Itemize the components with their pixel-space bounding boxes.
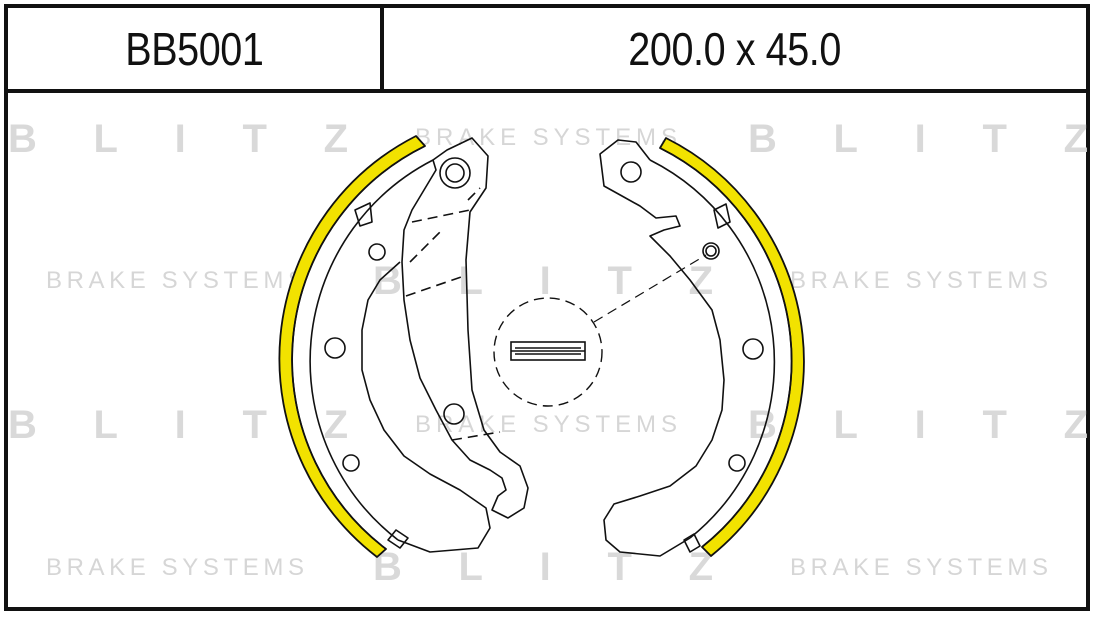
right-hole [620,161,642,183]
center-detail [493,254,707,407]
watermark-brand: BLITZ [373,545,713,589]
left-shoe-lower [361,261,491,553]
left-shoe-rim-inner [309,159,434,541]
watermark-layer: BLITZ BLITZ BRAKE SYSTEMS BRAKE SYSTEMS … [8,117,1088,589]
right-hole [728,454,746,472]
left-hole [324,337,346,359]
watermark-tagline: BRAKE SYSTEMS [790,554,1048,581]
left-shoe-rim [291,145,426,550]
right-shoe-rim-inner [649,159,776,539]
watermark-brand: BLITZ [748,117,1088,161]
header-table: BB5001 200.0 x 45.0 [4,4,1090,93]
watermark-tagline: BRAKE SYSTEMS [46,267,304,294]
watermark-tagline: BRAKE SYSTEMS [46,554,304,581]
left-brake-shoe [278,135,529,558]
left-hole [342,454,360,472]
part-code: BB5001 [124,22,264,75]
right-brake-shoe [599,137,805,557]
watermark-brand: BLITZ [373,259,713,303]
part-code-cell: BB5001 [8,8,384,89]
dimensions: 200.0 x 45.0 [628,22,842,75]
watermark-brand: BLITZ [8,117,348,161]
left-hole [368,243,386,261]
left-pivot-hole [439,157,471,189]
left-shoe-web [401,137,529,519]
dimensions-cell: 200.0 x 45.0 [384,8,1086,89]
right-shoe-rim [659,147,793,548]
clip-part [510,341,586,361]
right-hole [742,338,764,360]
detail-circle [493,297,603,407]
right-hole [702,242,720,260]
right-shoe-web [599,139,725,557]
drawing-area [4,89,1090,611]
watermark-tagline: BRAKE SYSTEMS [790,267,1048,294]
left-hole [443,403,465,425]
